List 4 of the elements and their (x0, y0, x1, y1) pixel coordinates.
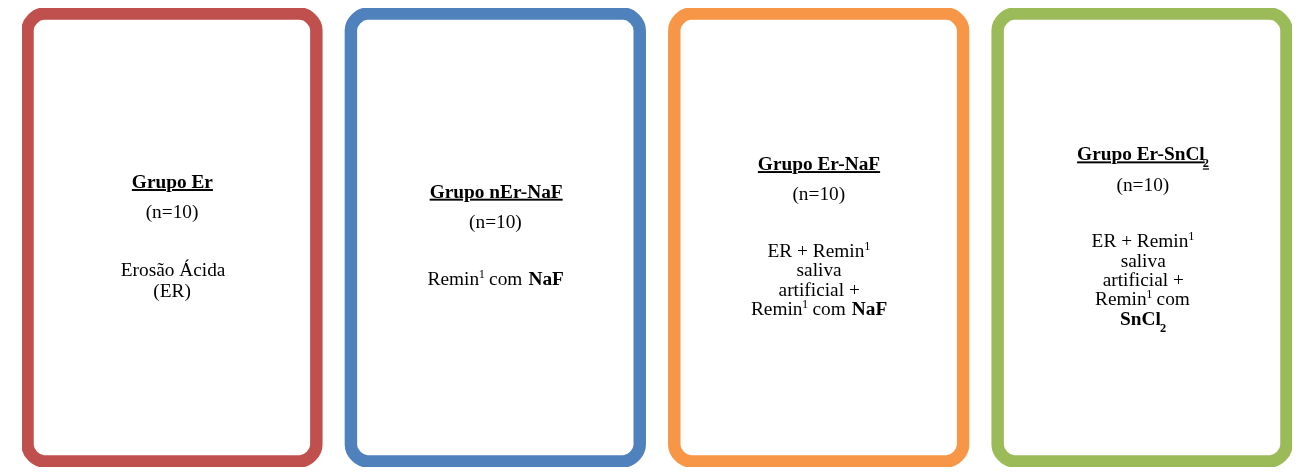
node-box: Grupo Er (n=10) Erosão Ácida (ER) (22, 8, 323, 467)
node-box: Grupo Er-NaF (n=10) ER + Remin$^{1}$ saliva artificial + Remin$^{1}$ com NaF (668, 8, 970, 467)
node-box: Grupo nEr-NaF (n=10) Remin$^{1}$ com NaF (344, 8, 646, 467)
node-box: Grupo Er-SnCl$_{2}$ (n=10) ER + Remin$^{1}$ saliva artificial + Remin$^{1}$ com SnCl$_{2}$ (991, 8, 1292, 467)
